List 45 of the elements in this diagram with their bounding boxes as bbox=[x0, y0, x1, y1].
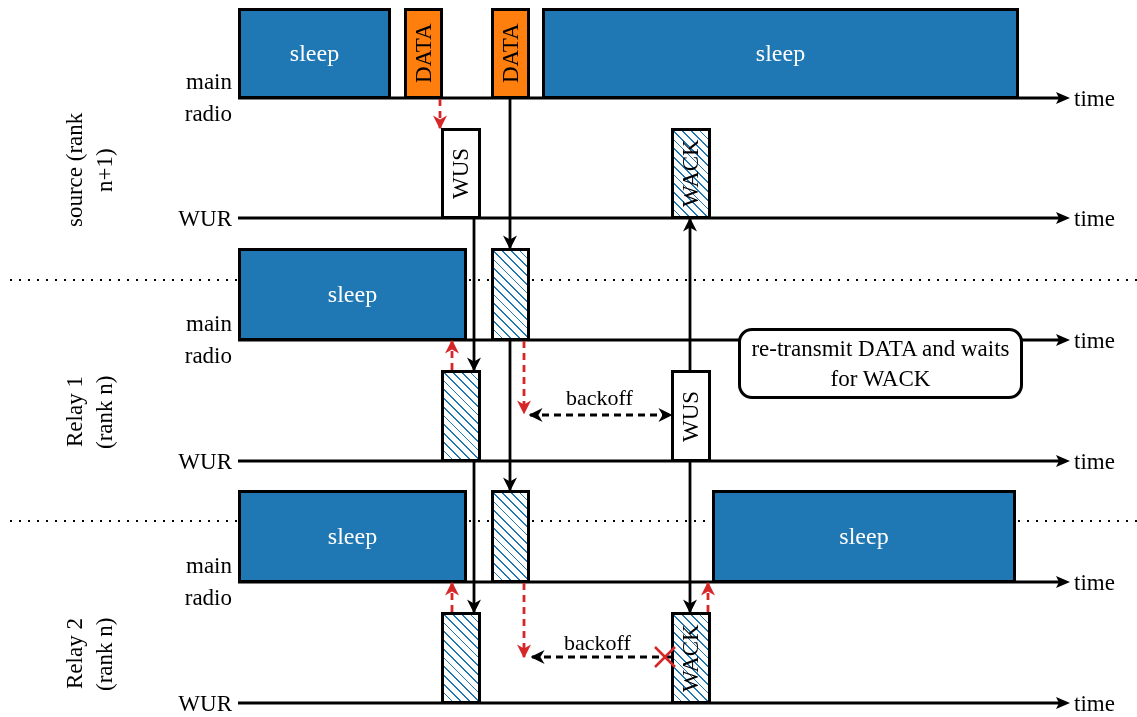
arrow bbox=[517, 341, 531, 415]
arrow bbox=[683, 462, 697, 614]
arrow bbox=[433, 99, 447, 130]
arrow bbox=[467, 219, 481, 372]
callout-box: re-transmit DATA and waits for WACK bbox=[738, 328, 1023, 399]
node-name-label: source (rank n+1) bbox=[61, 111, 118, 230]
reception-box bbox=[441, 370, 481, 462]
row-label: WUR bbox=[177, 205, 232, 233]
reception-box bbox=[491, 248, 530, 341]
arrow bbox=[530, 650, 671, 664]
axis-label: time bbox=[1074, 207, 1116, 231]
sleep-period-box: sleep bbox=[238, 248, 467, 341]
arrow bbox=[528, 408, 673, 422]
row-label: WUR bbox=[177, 690, 232, 717]
arrow bbox=[517, 583, 531, 659]
reception-box bbox=[491, 490, 530, 583]
axis-label: time bbox=[1074, 692, 1116, 716]
row-label: main radio bbox=[183, 68, 232, 128]
acknowledgement-box: WACK bbox=[671, 612, 711, 704]
data-packet-box: DATA bbox=[491, 8, 530, 99]
wake-up-signal-box: WUS bbox=[671, 370, 711, 462]
arrow bbox=[503, 341, 517, 492]
sleep-period-box: sleep bbox=[712, 490, 1016, 583]
arrow bbox=[467, 462, 481, 614]
sleep-period-box: sleep bbox=[238, 490, 467, 583]
sleep-period-box: sleep bbox=[542, 8, 1019, 99]
arrow bbox=[503, 99, 517, 250]
axis-label: time bbox=[1074, 450, 1116, 474]
axis-label: time bbox=[1074, 571, 1116, 595]
arrow bbox=[445, 581, 459, 612]
node-name-label: Relay 2 (rank n) bbox=[61, 616, 118, 693]
node-name-label: Relay 1 (rank n) bbox=[61, 374, 118, 451]
data-packet-box: DATA bbox=[404, 8, 443, 99]
reception-box bbox=[441, 612, 481, 704]
arrow bbox=[445, 339, 459, 370]
axis-label: time bbox=[1074, 87, 1116, 111]
arrow bbox=[683, 217, 697, 370]
axis-label: time bbox=[1074, 329, 1116, 353]
sleep-period-box: sleep bbox=[238, 8, 391, 99]
row-label: WUR bbox=[177, 448, 232, 476]
arrow bbox=[701, 581, 715, 612]
row-label: main radio bbox=[183, 310, 232, 370]
row-label: main radio bbox=[183, 552, 232, 612]
acknowledgement-box: WACK bbox=[671, 128, 711, 219]
wake-up-signal-box: WUS bbox=[441, 128, 481, 219]
